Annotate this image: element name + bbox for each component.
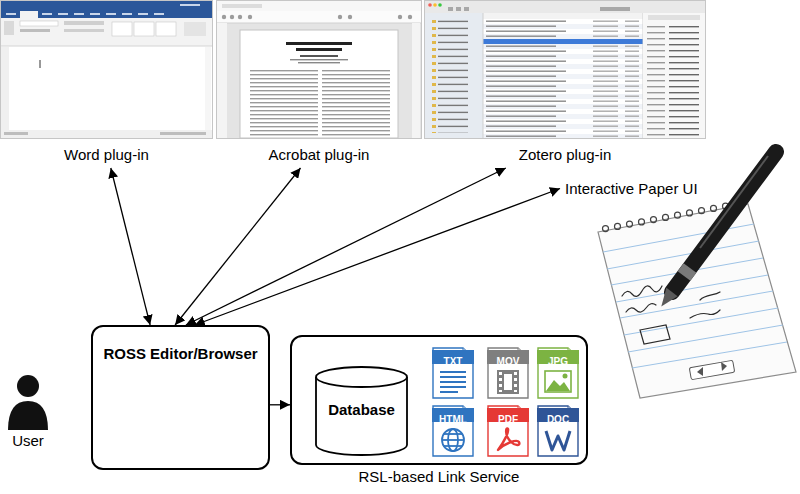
- connector-arrow: [175, 168, 300, 325]
- word-screenshot: [1, 1, 213, 139]
- file-icon-shape: [537, 347, 579, 399]
- database-cylinder: Database: [314, 365, 409, 457]
- file-icon-shape: [432, 347, 474, 399]
- file-type-icon: PDF: [487, 405, 529, 457]
- user-label: User: [12, 432, 44, 449]
- file-type-label: MOV: [497, 356, 520, 368]
- file-type-label: HTML: [439, 414, 467, 426]
- box-title: ROSS Editor/Browser: [103, 345, 257, 362]
- paper-ui-node: Interactive Paper UI: [560, 140, 798, 395]
- connector-arrow: [111, 168, 150, 325]
- connector-arrow: [195, 189, 560, 326]
- acrobat-screenshot: [217, 1, 422, 139]
- nav-buttons: [689, 360, 734, 379]
- file-type-icon: DOC: [537, 405, 579, 457]
- connector-arrow: [186, 168, 506, 325]
- file-icon-shape: [537, 405, 579, 457]
- plugin-screenshot: Word plug-in: [0, 0, 213, 168]
- plugin-label: Zotero plug-in: [424, 146, 706, 163]
- user-node: User: [2, 368, 54, 452]
- file-icon-shape: [487, 347, 529, 399]
- service-label: RSL-based Link Service: [359, 468, 520, 485]
- file-type-icon: MOV: [487, 347, 529, 399]
- service-box: RSL-based Link ServiceDatabaseTXTMOVJPGH…: [290, 335, 588, 465]
- connector-arrow: [270, 404, 290, 405]
- editor-box: ROSS Editor/Browser: [91, 325, 270, 470]
- user-icon: [8, 375, 48, 430]
- file-type-icon: HTML: [432, 405, 474, 457]
- plugin-screenshot: Acrobat plug-in: [216, 0, 422, 168]
- file-type-label: JPG: [548, 356, 568, 368]
- file-icon-shape: [432, 405, 474, 457]
- file-type-icon: JPG: [537, 347, 579, 399]
- database-label: Database: [328, 401, 395, 418]
- plugin-label: Acrobat plug-in: [216, 146, 422, 163]
- zotero-screenshot: [425, 1, 706, 139]
- file-type-label: PDF: [498, 414, 518, 426]
- file-type-icon: TXT: [432, 347, 474, 399]
- file-type-label: DOC: [547, 414, 569, 426]
- file-icon-shape: [487, 405, 529, 457]
- file-type-label: TXT: [444, 356, 463, 368]
- plugin-label: Word plug-in: [0, 146, 213, 163]
- paper-ui-label: Interactive Paper UI: [565, 180, 698, 197]
- plugin-screenshot: Zotero plug-in: [424, 0, 706, 168]
